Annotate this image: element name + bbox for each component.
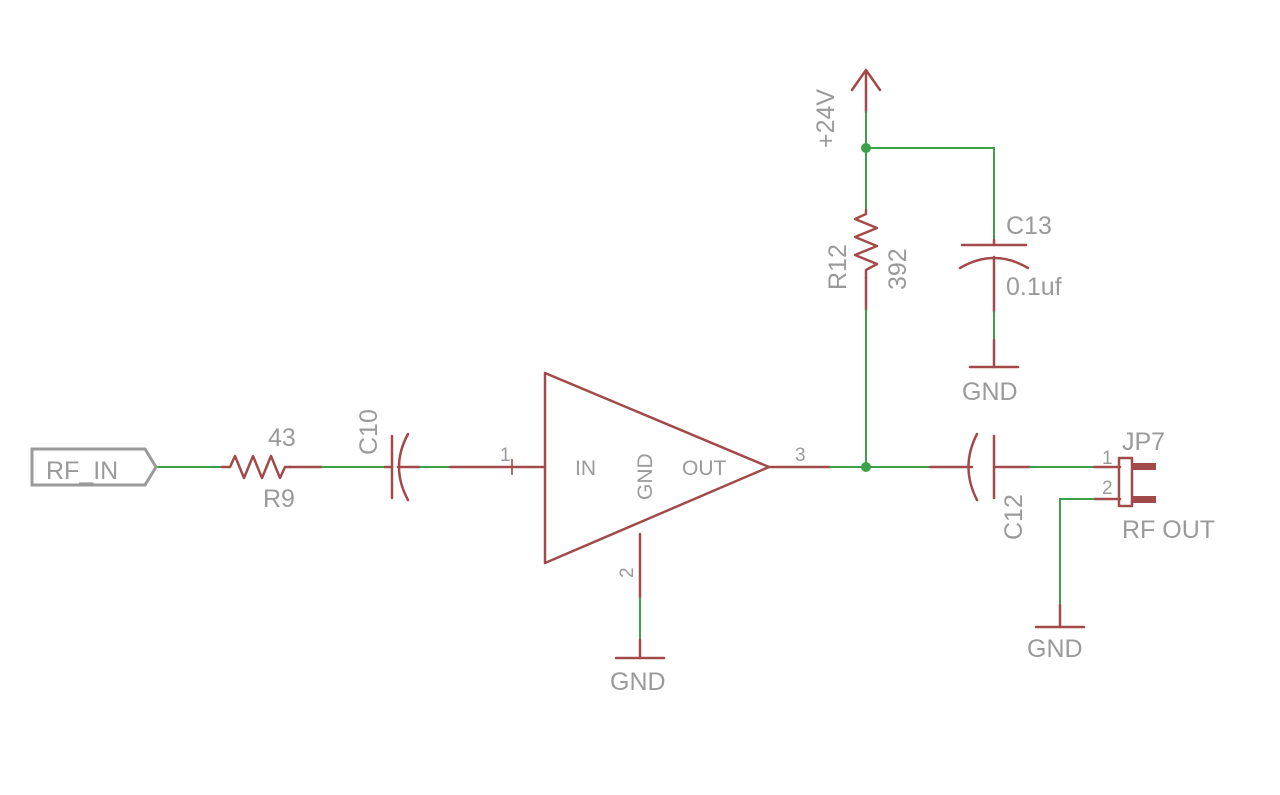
- jp7-pin2-number: 2: [1102, 478, 1113, 499]
- junction-output: [861, 462, 871, 472]
- rf-in-label: RF_IN: [46, 457, 118, 485]
- amp-out-label: OUT: [682, 457, 727, 480]
- amp-gnd-symbol: GND: [610, 638, 666, 696]
- rf-in-port: RF_IN: [30, 447, 158, 487]
- amp-gnd-label: GND: [634, 453, 657, 500]
- c13-value: 0.1uf: [1006, 273, 1062, 301]
- c13-gnd-text: GND: [962, 378, 1018, 406]
- wire-supply-c13: [865, 147, 995, 241]
- jp7-name: JP7: [1122, 428, 1165, 456]
- supply-label: +24V: [812, 89, 840, 148]
- wire-jp7-gnd: [1059, 498, 1095, 628]
- resistor-r9: 43 R9: [220, 424, 296, 513]
- r12-name: R12: [824, 244, 852, 290]
- capacitor-c13: C13 0.1uf: [958, 212, 1062, 314]
- c10-name: C10: [355, 409, 383, 455]
- amp-in-label: IN: [575, 457, 596, 480]
- jp7-gnd-symbol: GND: [1027, 603, 1086, 663]
- capacitor-c12: C12: [928, 432, 1032, 540]
- r12-value: 392: [884, 248, 912, 290]
- supply-24v: +24V: [812, 68, 882, 148]
- amp-gnd-text: GND: [610, 668, 666, 696]
- amp-pin-gnd-number: 2: [617, 567, 638, 578]
- jp7-value: RF OUT: [1122, 516, 1215, 544]
- c13-gnd-symbol: GND: [962, 338, 1020, 406]
- amplifier: IN GND OUT: [543, 371, 771, 565]
- amp-pin-out-number: 3: [795, 445, 806, 466]
- jp7-pin1-number: 1: [1102, 448, 1113, 469]
- connector-jp7: JP7 1 2 RF OUT: [1102, 428, 1215, 544]
- junction-supply: [861, 143, 871, 153]
- r9-value: 43: [268, 424, 296, 452]
- r9-name: R9: [263, 485, 295, 513]
- amp-pin-in-number: 1: [500, 445, 511, 466]
- c12-name: C12: [1000, 494, 1028, 540]
- jp7-gnd-text: GND: [1027, 635, 1083, 663]
- resistor-r12: R12 392: [824, 208, 912, 290]
- c13-name: C13: [1006, 212, 1052, 240]
- capacitor-c10: C10: [355, 409, 422, 502]
